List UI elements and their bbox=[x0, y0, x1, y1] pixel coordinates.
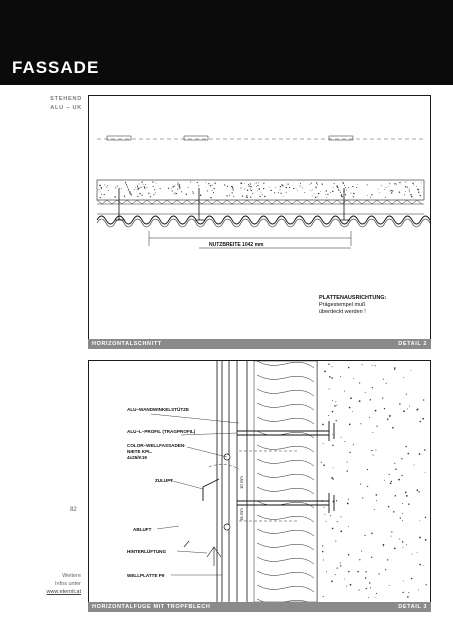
detail3-label-ventilation: HINTERLÜFTUNG bbox=[127, 548, 166, 554]
detail2-note-line2: überdeckt werden ! bbox=[319, 309, 366, 315]
detail3-caption-title: HORIZONTALFUGE MIT TROPFBLECH bbox=[92, 604, 211, 610]
detail2-caption-number: DETAIL 2 bbox=[398, 341, 427, 347]
header-bar bbox=[0, 0, 453, 85]
detail2-caption-title: HORIZONTALSCHNITT bbox=[92, 341, 162, 347]
detail3-label-wall-bracket: ALU–WANDWINKELSTÜTZE bbox=[127, 406, 189, 412]
detail3-caption-number: DETAIL 3 bbox=[398, 604, 427, 610]
page-number: 82 bbox=[70, 507, 77, 513]
detail2-drawing: NUTZBREITE 1042 mm PLATTENAUSRICHTUNG: P… bbox=[96, 135, 440, 315]
detail3-drawing-frame: ALU–WANDWINKELSTÜTZE ALU–L–PROFIL (TRAGP… bbox=[88, 360, 431, 607]
detail3-label-zuluft: ZULUFT bbox=[155, 478, 173, 483]
detail2-dimension-label: NUTZBREITE 1042 mm bbox=[209, 242, 264, 248]
side-tag-line1: STEHEND bbox=[50, 96, 82, 102]
detail2-note-title: PLATTENAUSRICHTUNG: bbox=[319, 295, 387, 301]
detail3-dimension-2: 15 mm bbox=[239, 508, 244, 521]
detail3-label-abluft: ABLUFT bbox=[133, 527, 152, 532]
footer-info-line2: Infos unter bbox=[55, 581, 81, 587]
side-tag: STEHEND ALU – UK bbox=[50, 95, 82, 113]
side-tag-line2: ALU – UK bbox=[50, 105, 82, 111]
detail3-drawing: ALU–WANDWINKELSTÜTZE ALU–L–PROFIL (TRAGP… bbox=[127, 360, 430, 607]
detail3-label-rivet-2: NIETE KPL. bbox=[127, 449, 152, 454]
detail3-label-l-profile: ALU–L–PROFIL (TRAGPROFIL) bbox=[127, 429, 196, 434]
detail3-label-rivet-3: 4x25/K19 bbox=[127, 455, 147, 460]
detail3-label-rivet-1: COLOR–WELLFASSADEN- bbox=[127, 443, 186, 448]
footer-info: Weitere Infos unter www.eternit.at bbox=[46, 572, 81, 596]
detail3-label-corrugated-panel: WELLPLATTE P9 bbox=[127, 573, 165, 578]
page-title: FASSADE bbox=[12, 58, 100, 77]
detail2-drawing-frame: NUTZBREITE 1042 mm PLATTENAUSRICHTUNG: P… bbox=[88, 95, 440, 340]
detail2-note-line1: Prägestempel muß bbox=[319, 302, 366, 308]
detail3-dimension-1: 10 mm bbox=[239, 476, 244, 489]
detail2-caption-bar: HORIZONTALSCHNITT DETAIL 2 bbox=[88, 339, 431, 349]
footer-info-line1: Weitere bbox=[62, 573, 81, 579]
detail3-caption-bar: HORIZONTALFUGE MIT TROPFBLECH DETAIL 3 bbox=[88, 602, 431, 612]
footer-info-link[interactable]: www.eternit.at bbox=[46, 589, 81, 595]
